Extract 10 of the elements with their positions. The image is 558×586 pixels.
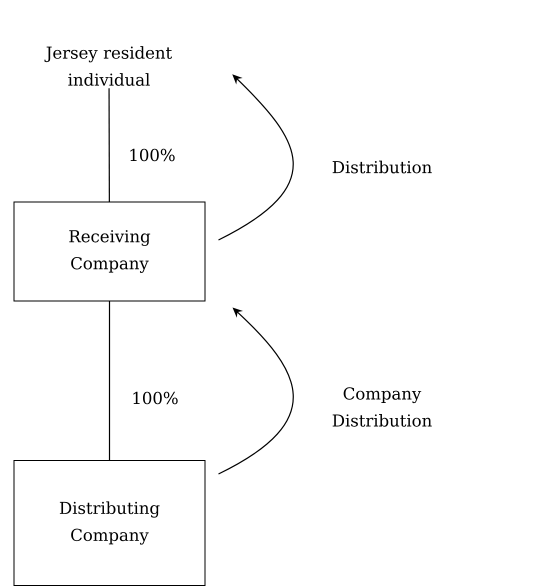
curved-arrow <box>218 308 294 475</box>
node-text: Jersey resident individual <box>44 46 172 86</box>
edge-label: Distribution <box>332 160 432 174</box>
edge-label: Company Distribution <box>332 387 432 427</box>
edge-label: 100% <box>130 148 175 162</box>
connector-line <box>108 302 110 460</box>
company-box: Distributing Company <box>14 460 206 586</box>
company-box: Receiving Company <box>14 202 206 302</box>
edge-label: 100% <box>133 392 178 404</box>
connector-line <box>108 88 110 202</box>
